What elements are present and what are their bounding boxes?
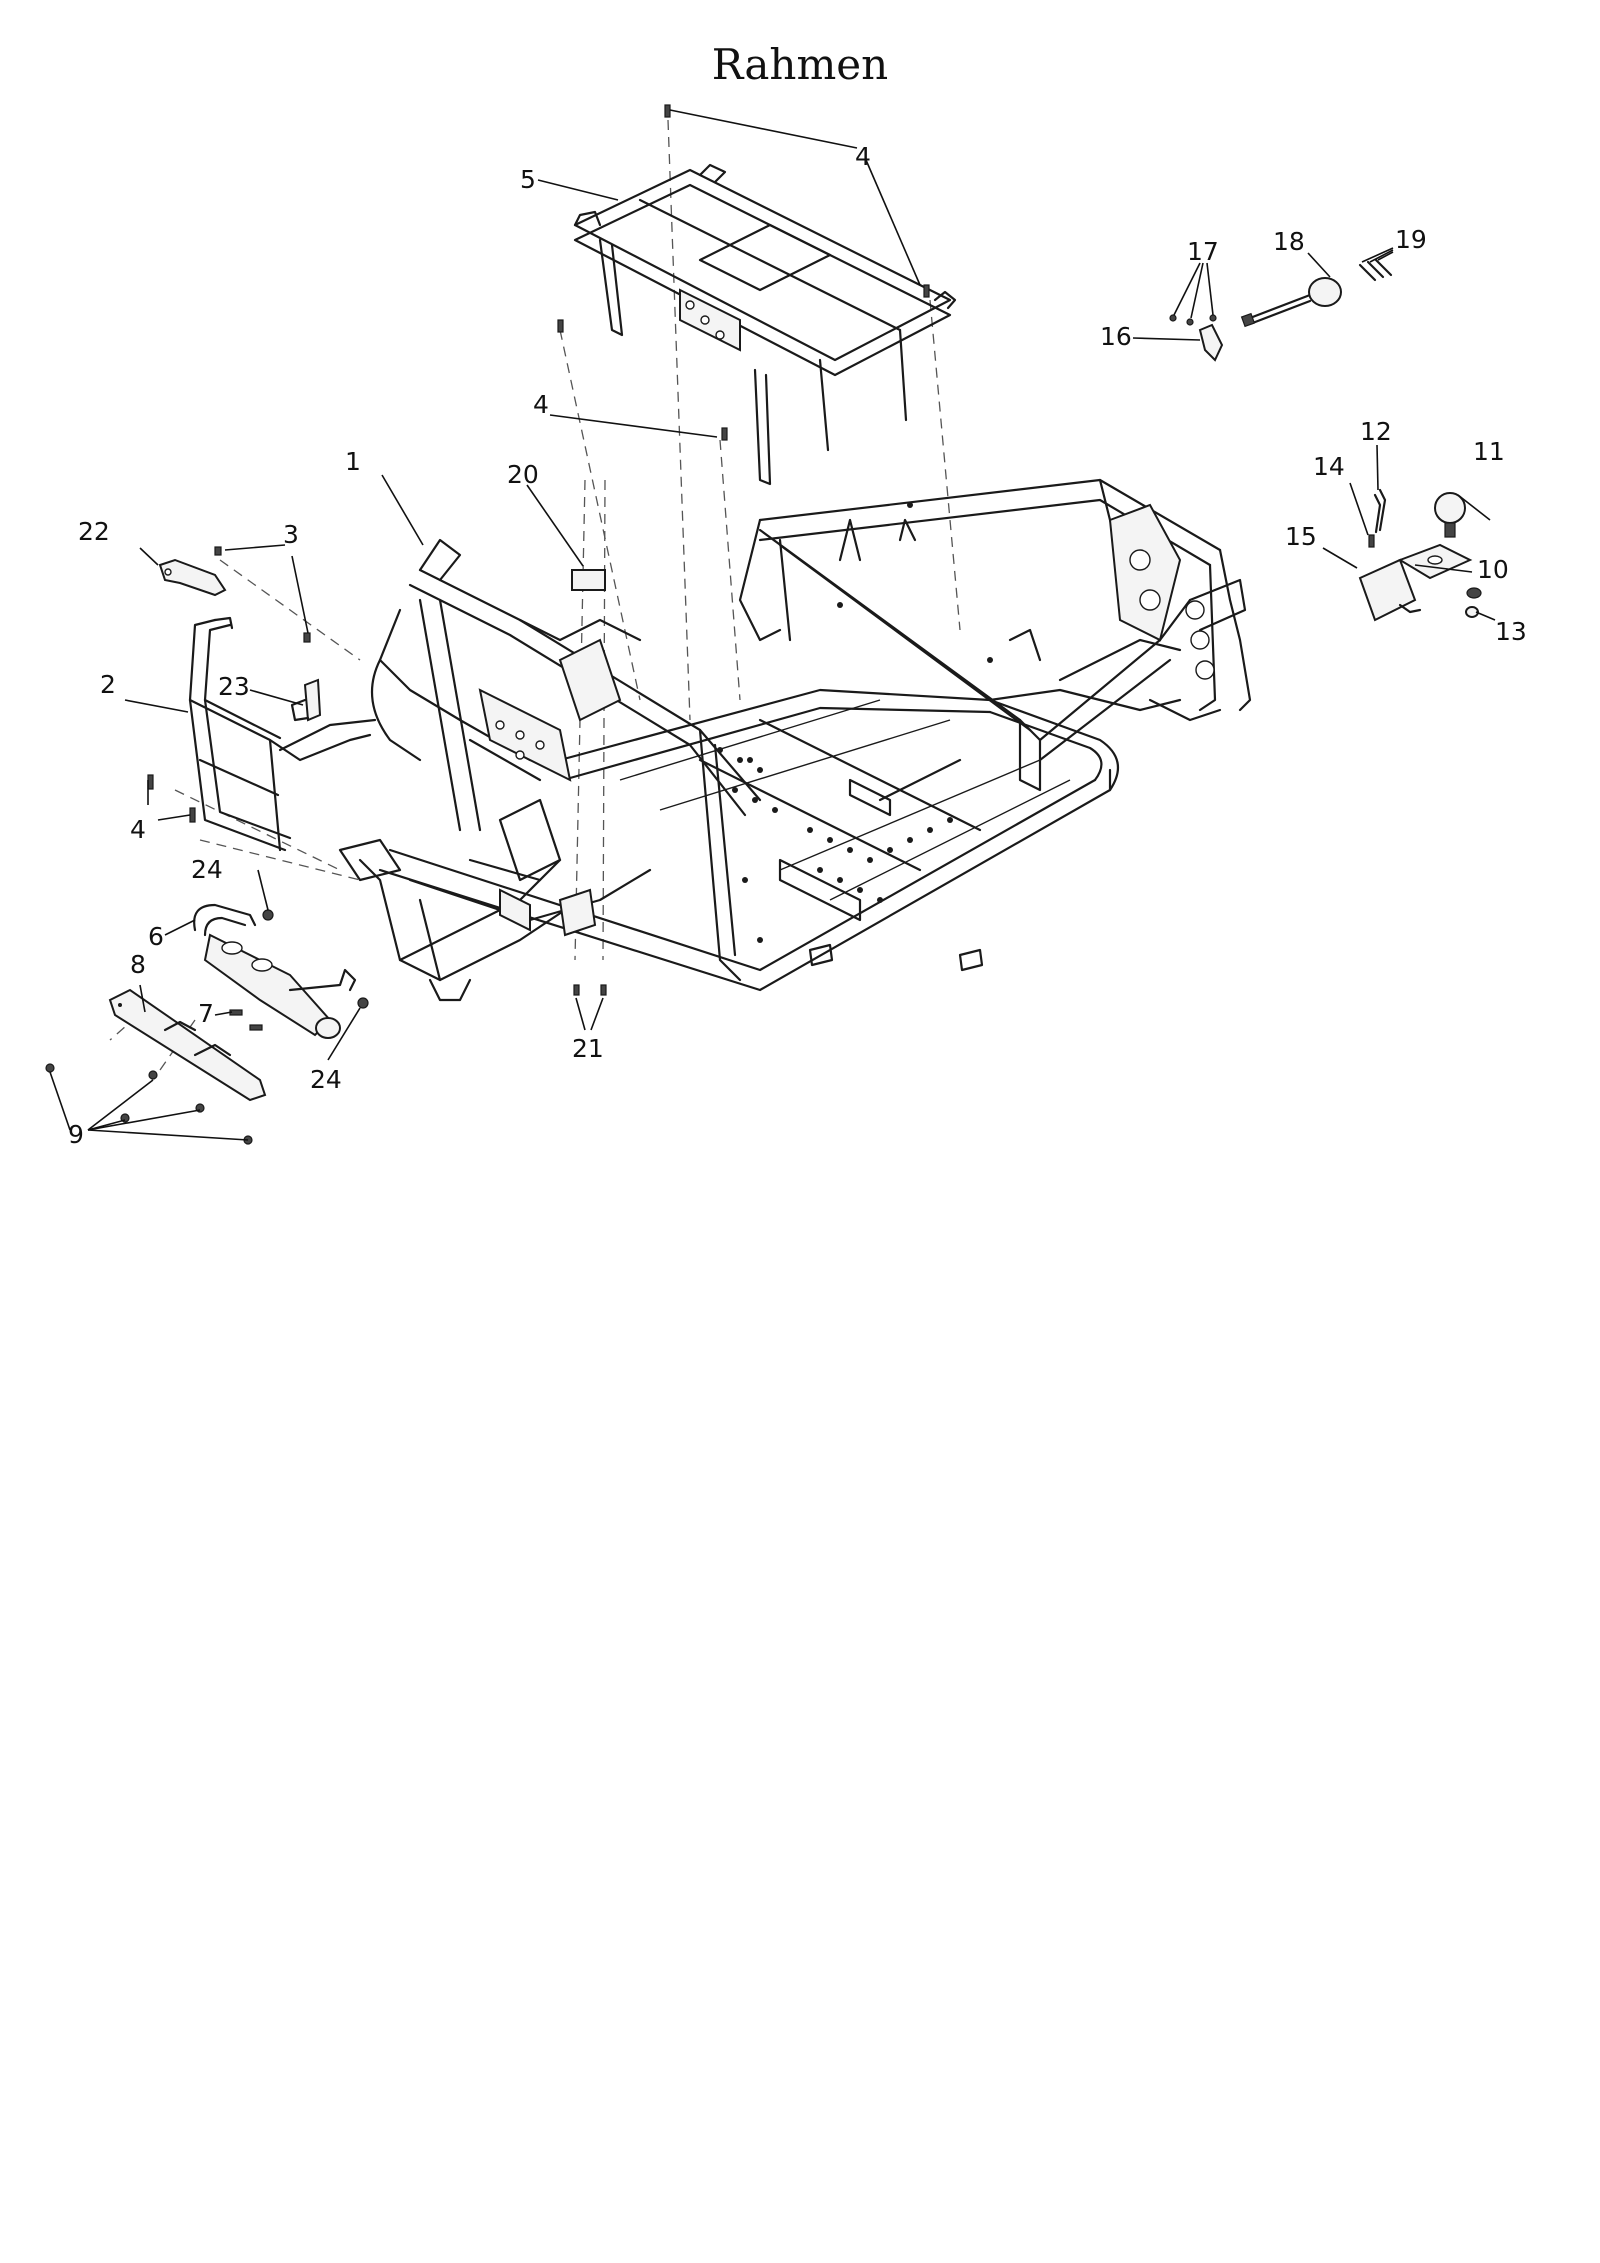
screws-part-17	[1169, 314, 1217, 326]
clip-part-14	[1368, 534, 1375, 548]
callout-23: 23	[218, 672, 250, 701]
clip-part-15	[1398, 603, 1422, 614]
callout-24-top: 24	[191, 855, 223, 884]
front-bumper-part-2	[188, 616, 377, 852]
callout-16: 16	[1100, 322, 1132, 351]
pins-part-19	[1358, 258, 1393, 282]
nut-part-13	[1465, 587, 1482, 618]
callout-19: 19	[1395, 225, 1427, 254]
hitch-ball-part-11	[1434, 492, 1466, 538]
callout-18: 18	[1273, 227, 1305, 256]
callout-2: 2	[100, 670, 116, 699]
callout-20: 20	[507, 460, 539, 489]
callout-6: 6	[148, 922, 164, 951]
hitch-receiver-part-10	[1358, 543, 1473, 622]
callout-11: 11	[1473, 437, 1505, 466]
bracket-part-22	[158, 558, 227, 597]
leader-lines	[49, 109, 1496, 1141]
cargo-rack-part-5	[573, 163, 957, 486]
skid-plate-part-8	[108, 988, 267, 1102]
bolts-part-4-rack	[557, 104, 930, 441]
callout-13: 13	[1495, 617, 1527, 646]
callout-22: 22	[78, 517, 110, 546]
callout-labels: 1 2 3 4 4 4 5 6 7 8 9 10 11 12 13 14 15 …	[68, 142, 1527, 1149]
bolts-part-7	[229, 1009, 263, 1031]
callout-5: 5	[520, 165, 536, 194]
bolt-part-3	[214, 546, 311, 643]
callout-12: 12	[1360, 417, 1392, 446]
plate-part-20	[571, 569, 606, 591]
pin-part-12	[1373, 488, 1387, 534]
callout-4-rack-bottom: 4	[533, 390, 549, 419]
callout-4-front: 4	[130, 815, 146, 844]
callout-21: 21	[572, 1034, 604, 1063]
callout-4-rack-top: 4	[855, 142, 871, 171]
callout-10: 10	[1477, 555, 1509, 584]
bracket-part-23	[290, 678, 322, 722]
callout-14: 14	[1313, 452, 1345, 481]
bracket-part-16	[1198, 323, 1224, 362]
callout-8: 8	[130, 950, 146, 979]
callout-7: 7	[198, 999, 214, 1028]
callout-15: 15	[1285, 522, 1317, 551]
bolts-part-21	[573, 984, 607, 996]
floor-holes	[717, 747, 953, 903]
callout-3: 3	[283, 520, 299, 549]
callout-9: 9	[68, 1120, 84, 1149]
callout-17: 17	[1187, 237, 1219, 266]
diagram-title: Rahmen	[711, 40, 889, 89]
front-guard-part-6	[193, 903, 357, 1039]
alignment-lines	[109, 119, 961, 1071]
callout-1: 1	[345, 447, 361, 476]
actuator-part-18	[1240, 277, 1342, 328]
main-frame-part-1	[338, 478, 1252, 1002]
callout-24-bottom: 24	[310, 1065, 342, 1094]
